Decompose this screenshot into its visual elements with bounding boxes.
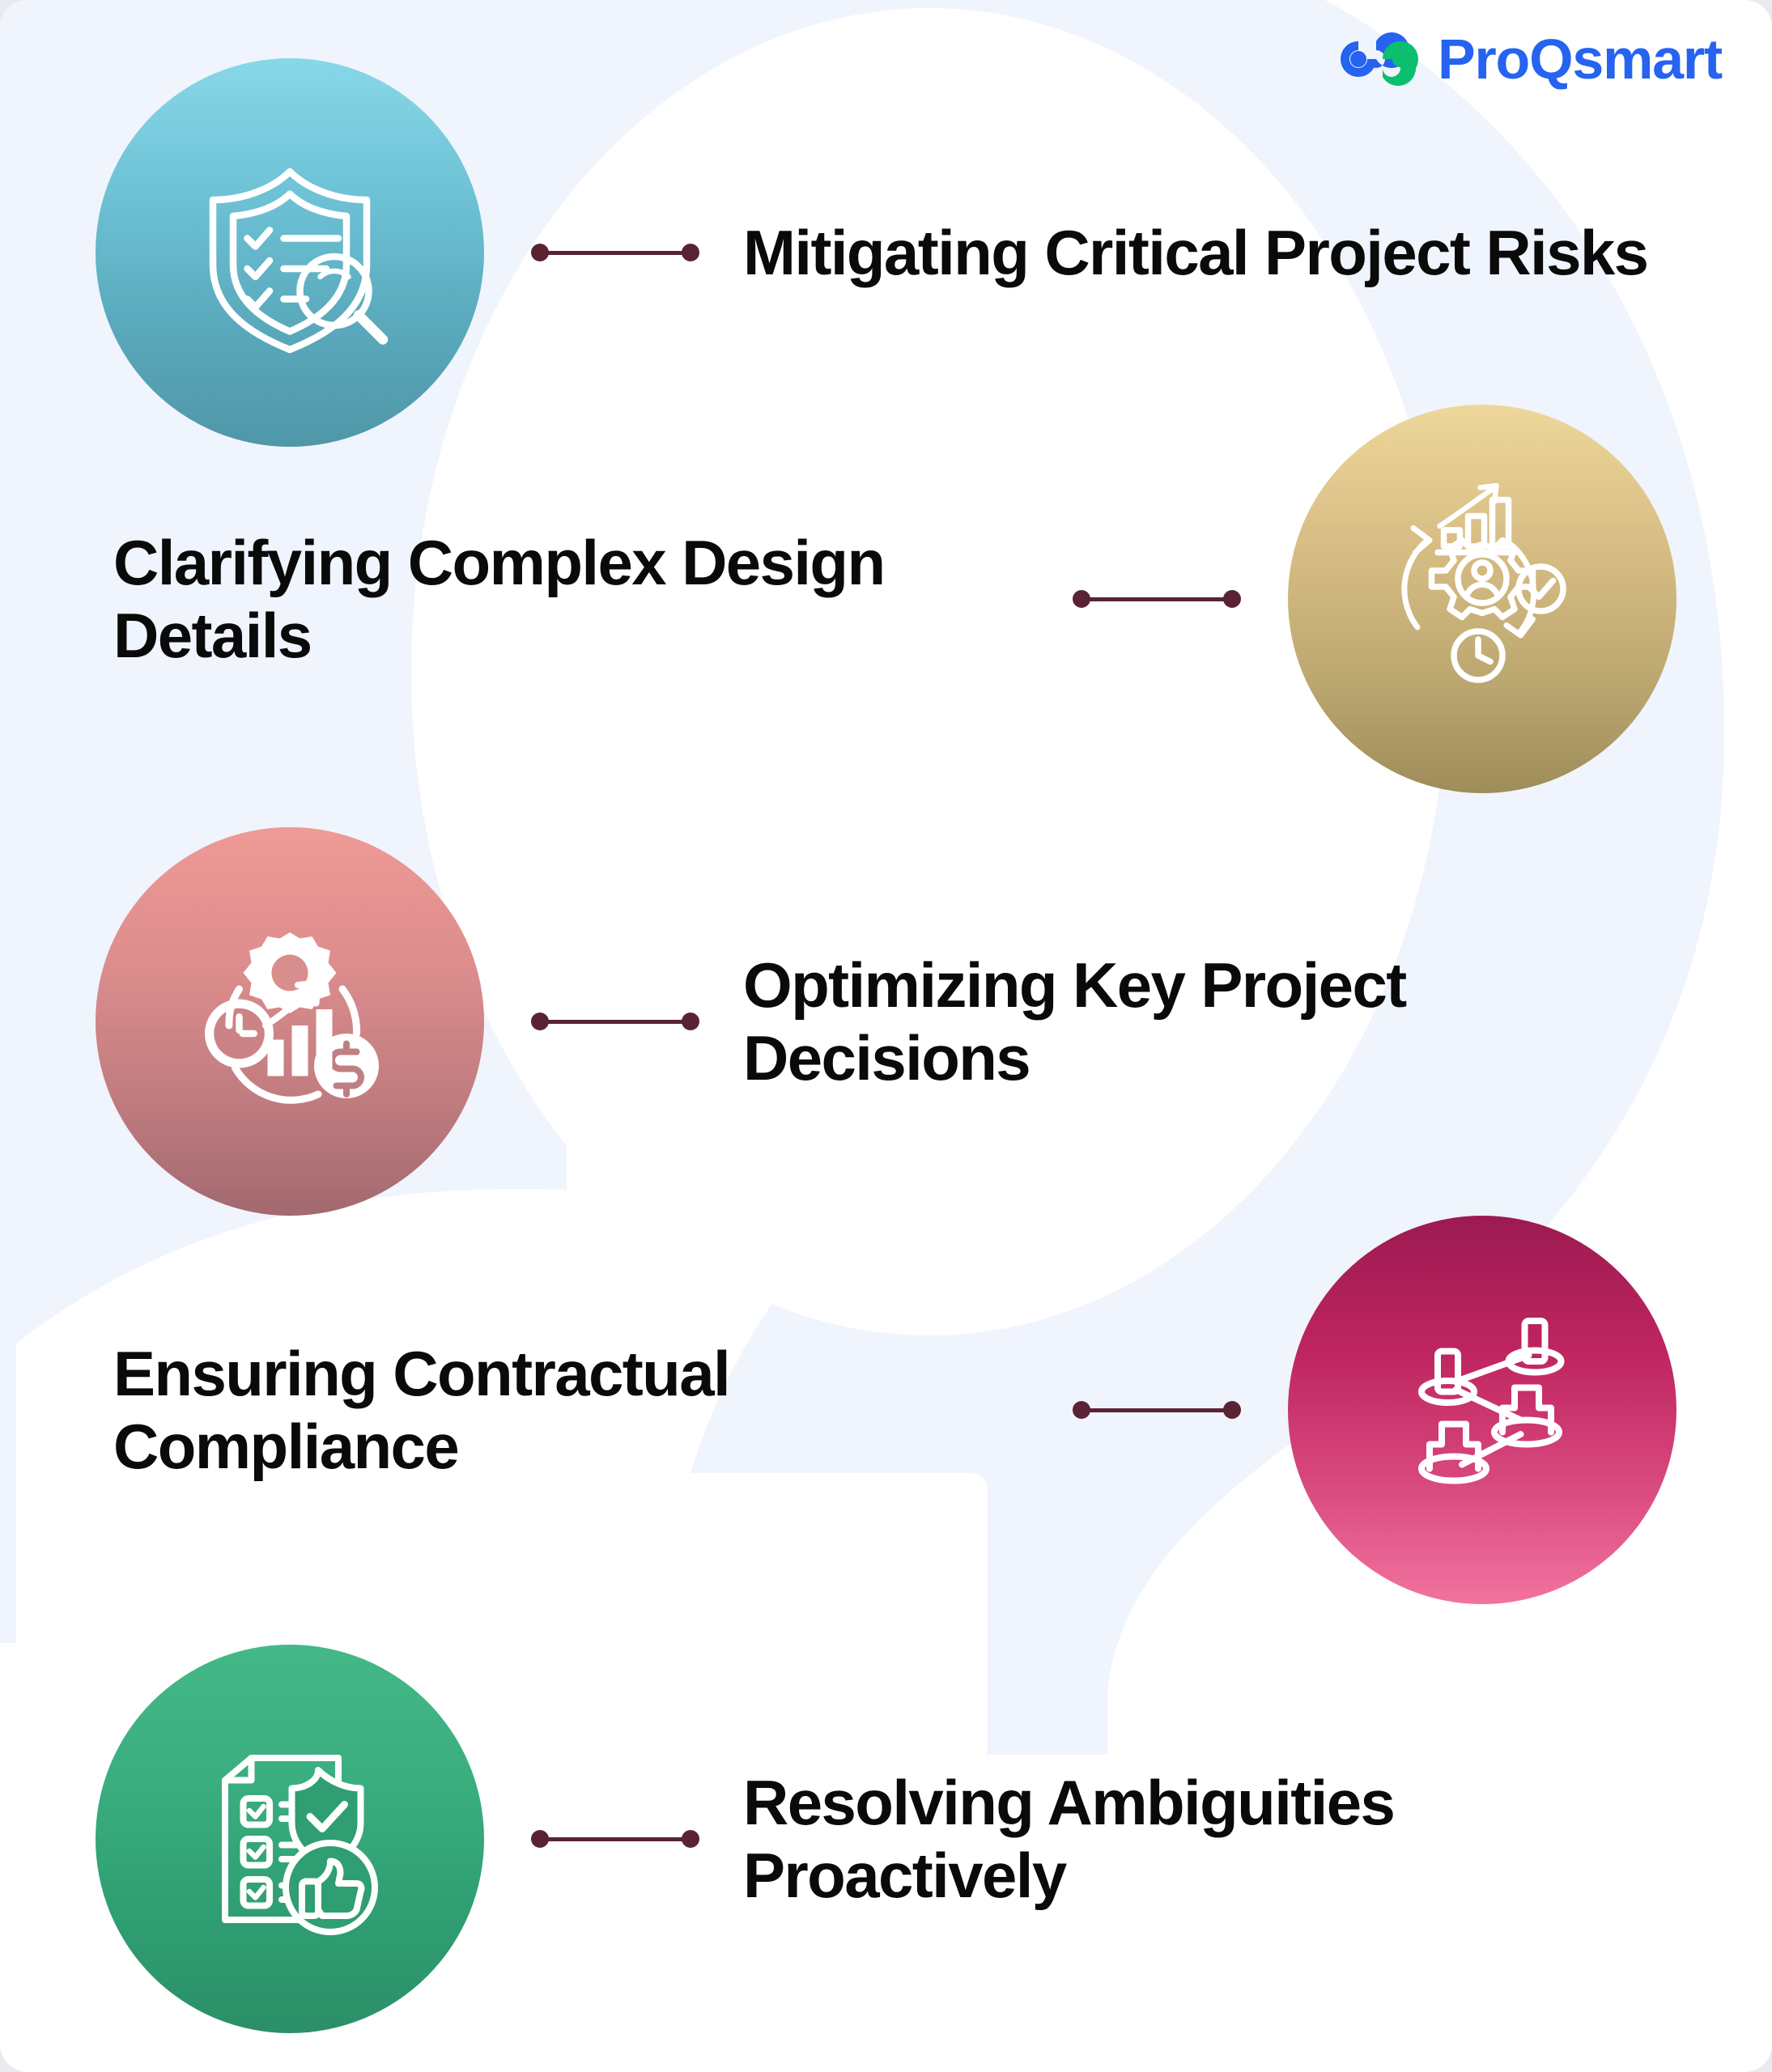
item-label-mitigating-critical-project-risks: Mitigating Critical Project Risks — [743, 216, 1649, 288]
list-item: Mitigating Critical Project Risks — [0, 58, 1772, 447]
icon-bubble-ensuring-contractual-compliance[interactable] — [1288, 1216, 1676, 1604]
icon-bubble-mitigating-critical-project-risks[interactable] — [96, 58, 484, 447]
list-item: Ensuring Contractual Compliance — [0, 1216, 1772, 1604]
list-item: Clarifying Complex Design Details — [0, 405, 1772, 793]
brand-logo[interactable]: ProQsmart — [1339, 28, 1723, 91]
connector-dot-end — [682, 1830, 699, 1848]
connector-line — [531, 1830, 699, 1848]
proqsmart-infinity-rings-icon — [1341, 32, 1418, 86]
connector-dot-end — [1223, 590, 1241, 608]
icon-bubble-clarifying-complex-design-details[interactable] — [1288, 405, 1676, 793]
connector-bar — [534, 250, 696, 255]
brand-name: ProQsmart — [1438, 28, 1723, 91]
connector-line — [531, 1013, 699, 1030]
connector-dot-start — [1073, 1401, 1090, 1419]
connector-dot-end — [1223, 1401, 1241, 1419]
network-nodes-icon — [1418, 1318, 1565, 1484]
connector-line — [1073, 1401, 1241, 1419]
connector-dot-end — [682, 1013, 699, 1030]
connector-bar — [534, 1019, 696, 1024]
shield-checklist-magnifier-icon — [209, 168, 389, 354]
connector-dot-start — [531, 244, 549, 261]
list-item: Optimizing Key Project Decisions — [0, 827, 1772, 1216]
connector-line — [1073, 590, 1241, 608]
checklist-shield-thumbsup-icon — [222, 1755, 378, 1935]
connector-dot-start — [1073, 590, 1090, 608]
connector-dot-start — [531, 1830, 549, 1848]
icon-bubble-resolving-ambiguities-proactively[interactable] — [96, 1645, 484, 2033]
list-item: Resolving Ambiguities Proactively — [0, 1645, 1772, 2033]
item-label-ensuring-contractual-compliance: Ensuring Contractual Compliance — [113, 1337, 731, 1482]
item-label-optimizing-key-project-decisions: Optimizing Key Project Decisions — [743, 949, 1407, 1093]
connector-bar — [534, 1836, 696, 1841]
gear-user-cycle-growth-icon — [1401, 482, 1566, 683]
connector-dot-start — [531, 1013, 549, 1030]
item-label-resolving-ambiguities-proactively: Resolving Ambiguities Proactively — [743, 1766, 1396, 1911]
connector-bar — [1076, 597, 1238, 601]
connector-dot-end — [682, 244, 699, 261]
gear-clock-chart-dollar-icon — [205, 932, 379, 1104]
connector-bar — [1076, 1408, 1238, 1412]
icon-bubble-optimizing-key-project-decisions[interactable] — [96, 827, 484, 1216]
item-label-clarifying-complex-design-details: Clarifying Complex Design Details — [113, 526, 886, 671]
connector-line — [531, 244, 699, 261]
